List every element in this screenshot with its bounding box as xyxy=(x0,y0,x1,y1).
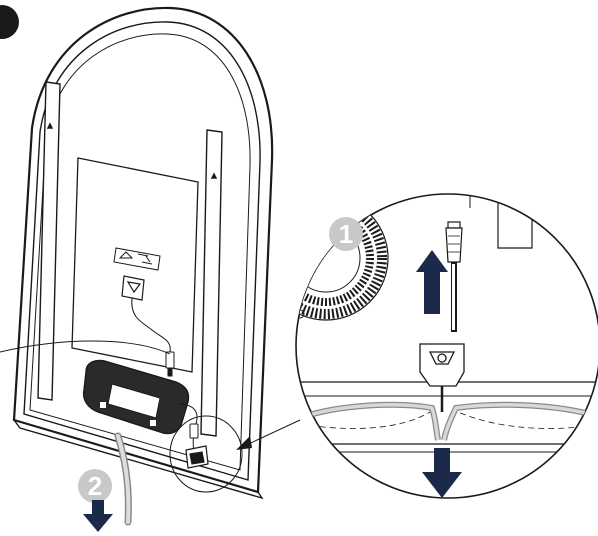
lifted-connector xyxy=(445,221,463,332)
step-1-badge: 1 xyxy=(329,217,363,251)
socket-cable xyxy=(131,297,171,353)
pointer-arrow-icon xyxy=(236,419,301,450)
junction-box-icon xyxy=(185,445,209,469)
mirror-back xyxy=(12,6,274,500)
cable-clip xyxy=(419,343,465,412)
corner-step-badge xyxy=(0,5,19,39)
junction-connector xyxy=(189,423,199,439)
led-driver-box xyxy=(82,359,190,435)
driver-connector xyxy=(165,351,175,377)
hatched-disc xyxy=(296,195,389,321)
detail-callout-circle xyxy=(169,415,243,493)
rail-left-hole xyxy=(46,122,54,129)
channel-wires xyxy=(299,401,598,441)
arrow-down-icon xyxy=(83,500,113,532)
arrow-up-icon xyxy=(416,250,448,314)
mirror-frame-inner-1 xyxy=(23,21,261,481)
mirror-back-panel xyxy=(71,157,199,373)
rail-right xyxy=(200,129,223,437)
mirror-frame-inner-2 xyxy=(29,33,251,471)
step-1-number: 1 xyxy=(339,219,353,249)
mirror-outer-frame xyxy=(12,6,274,494)
step-2-number: 2 xyxy=(88,471,102,501)
top-bracket xyxy=(497,200,533,249)
arrow-down-detail-icon xyxy=(422,448,462,498)
frame-cable xyxy=(0,340,171,355)
warning-label-icon xyxy=(113,247,161,271)
step-2-badge: 2 xyxy=(78,469,112,503)
mounting-rails xyxy=(37,81,223,437)
rail-right-hole xyxy=(210,172,218,179)
wall-socket-icon xyxy=(121,275,145,301)
rail-left xyxy=(37,81,61,401)
